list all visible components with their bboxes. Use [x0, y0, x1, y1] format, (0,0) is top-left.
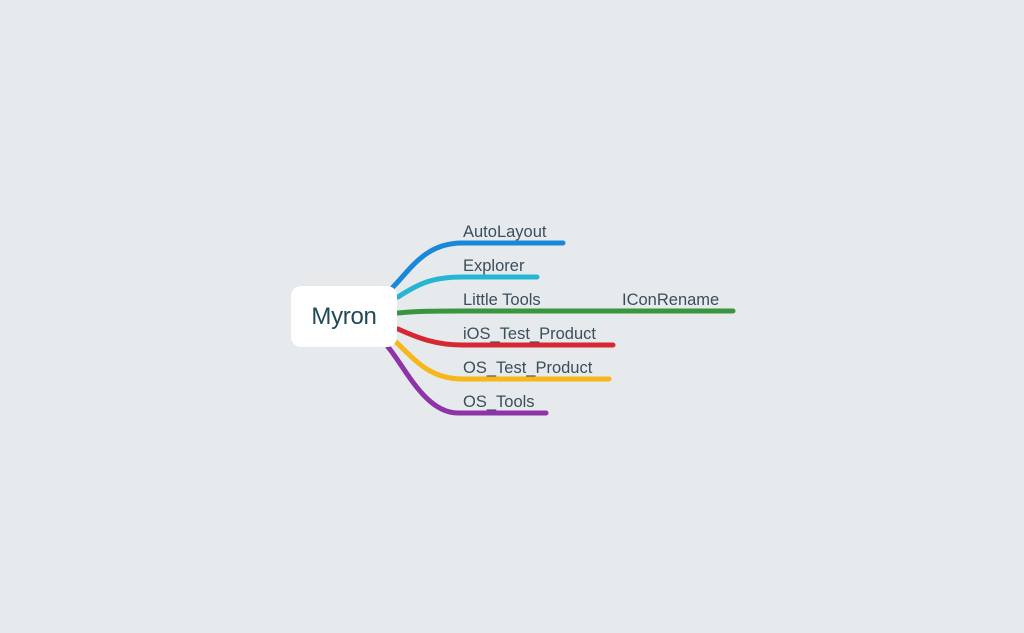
topic-label: iOS_Test_Product	[463, 325, 596, 343]
branch-connector-autolayout	[390, 240, 566, 290]
topic-label: OS_Tools	[463, 393, 535, 411]
branch-connector-os-test-product	[393, 339, 612, 382]
topic-little-tools[interactable]: Little Tools	[463, 290, 541, 310]
topic-autolayout[interactable]: AutoLayout	[463, 222, 546, 242]
branch-connector-os-tools	[385, 344, 549, 416]
topic-label: AutoLayout	[463, 223, 547, 241]
topic-label: OS_Test_Product	[463, 359, 593, 377]
topic-explorer[interactable]: Explorer	[463, 256, 524, 276]
root-topic[interactable]: Myron	[291, 286, 397, 347]
branch-connector-ios-test-product	[395, 326, 616, 348]
topic-label: Explorer	[463, 257, 525, 275]
topic-os-test-product[interactable]: OS_Test_Product	[463, 358, 592, 378]
topic-ios-test-product[interactable]: iOS_Test_Product	[463, 324, 596, 344]
branch-connector-explorer	[395, 274, 540, 300]
topic-os-tools[interactable]: OS_Tools	[463, 392, 535, 412]
subtopic-iconrename[interactable]: IConRename	[622, 290, 719, 310]
topic-label: IConRename	[622, 291, 720, 309]
root-topic-label: Myron	[311, 302, 377, 330]
topic-label: Little Tools	[463, 291, 541, 309]
branch-connector-little-tools	[395, 308, 560, 316]
